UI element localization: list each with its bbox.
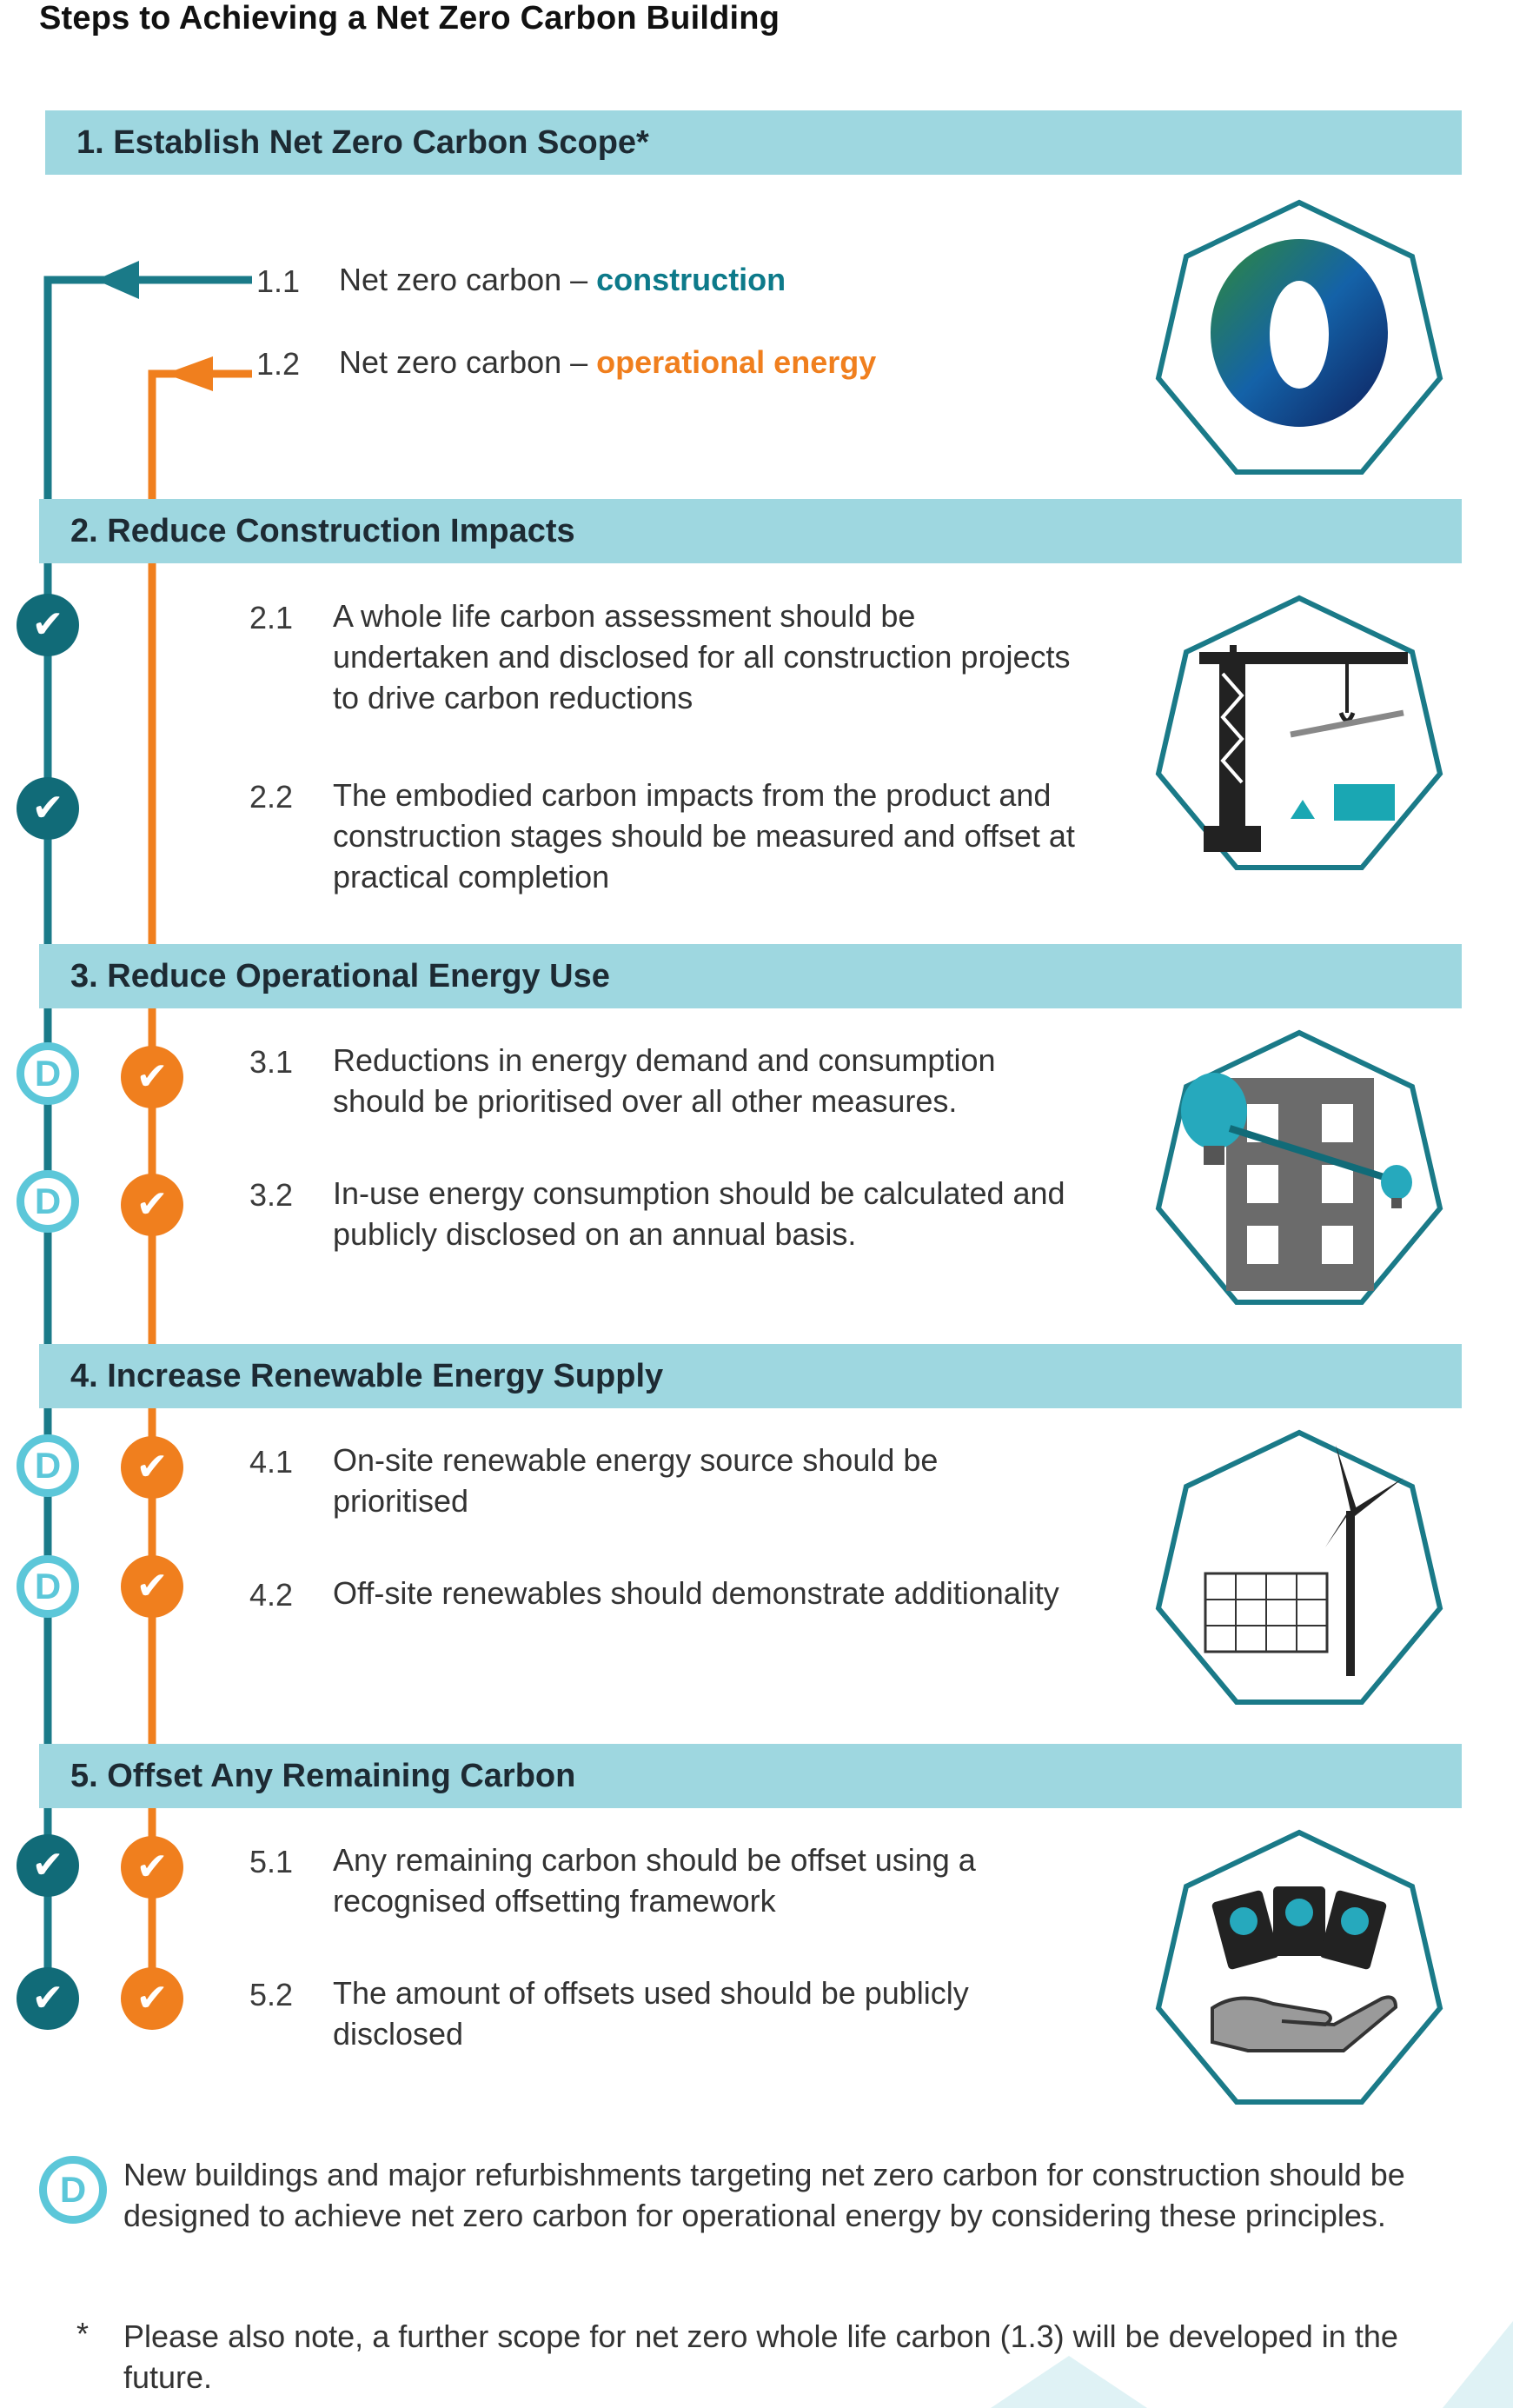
item-text: In-use energy consumption should be calc…	[333, 1175, 1065, 1252]
step-3-heading: 3. Reduce Operational Energy Use	[39, 944, 1462, 1008]
item-text: Net zero carbon – construction	[339, 262, 786, 297]
operational-check-badge: ✔	[121, 1555, 183, 1618]
construction-arrowhead	[96, 261, 139, 299]
offset-certificates-icon	[1155, 1829, 1443, 2105]
legend-design-badge: D	[39, 2156, 107, 2224]
net-zero-logo-icon	[1155, 199, 1443, 475]
design-badge: D	[17, 1434, 79, 1497]
design-badge: D	[17, 1555, 79, 1618]
item-number: 1.2	[256, 346, 301, 382]
highlight-construction: construction	[596, 262, 786, 297]
legend-text: New buildings and major refurbishments t…	[123, 2157, 1405, 2233]
item-number: 5.2	[249, 1977, 294, 2012]
step-4-heading: 4. Increase Renewable Energy Supply	[39, 1344, 1462, 1408]
item-text: On-site renewable energy source should b…	[333, 1442, 939, 1519]
page-title: Steps to Achieving a Net Zero Carbon Bui…	[39, 0, 780, 37]
operational-check-badge: ✔	[121, 1836, 183, 1899]
item-text: Any remaining carbon should be offset us…	[333, 1842, 976, 1919]
item-text: The embodied carbon impacts from the pro…	[333, 777, 1075, 895]
item-number: 3.2	[249, 1177, 294, 1213]
highlight-operational-energy: operational energy	[596, 344, 877, 380]
operational-check-badge: ✔	[121, 1436, 183, 1499]
item-text: Off-site renewables should demonstrate a…	[333, 1575, 1059, 1611]
crane-icon	[1155, 595, 1443, 870]
operational-arrowhead	[165, 356, 213, 391]
item-text: Reductions in energy demand and consumpt…	[333, 1042, 996, 1119]
design-badge: D	[17, 1042, 79, 1105]
item-number: 2.1	[249, 600, 294, 635]
footnote-marker: *	[76, 2316, 90, 2351]
operational-check-badge: ✔	[121, 1046, 183, 1108]
item-text: The amount of offsets used should be pub…	[333, 1975, 969, 2052]
footnote-text: Please also note, a further scope for ne…	[123, 2318, 1398, 2395]
step-5-heading: 5. Offset Any Remaining Carbon	[39, 1744, 1462, 1808]
operational-check-badge: ✔	[121, 1967, 183, 2030]
decorative-corner-shape	[991, 2321, 1513, 2408]
energy-building-icon	[1155, 1029, 1443, 1305]
construction-check-badge: ✔	[17, 1834, 79, 1897]
construction-check-badge: ✔	[17, 777, 79, 840]
item-number: 4.2	[249, 1577, 294, 1613]
item-text: A whole life carbon assessment should be…	[333, 598, 1071, 715]
construction-check-badge: ✔	[17, 594, 79, 656]
renewables-icon	[1155, 1429, 1443, 1705]
step-1-heading: 1. Establish Net Zero Carbon Scope*	[45, 110, 1462, 175]
operational-check-badge: ✔	[121, 1174, 183, 1236]
item-text: Net zero carbon – operational energy	[339, 344, 877, 380]
item-number: 4.1	[249, 1444, 294, 1480]
construction-check-badge: ✔	[17, 1967, 79, 2030]
item-number: 1.1	[256, 263, 301, 299]
design-badge: D	[17, 1170, 79, 1233]
item-number: 5.1	[249, 1844, 294, 1879]
item-number: 2.2	[249, 779, 294, 815]
step-2-heading: 2. Reduce Construction Impacts	[39, 499, 1462, 563]
item-number: 3.1	[249, 1044, 294, 1080]
